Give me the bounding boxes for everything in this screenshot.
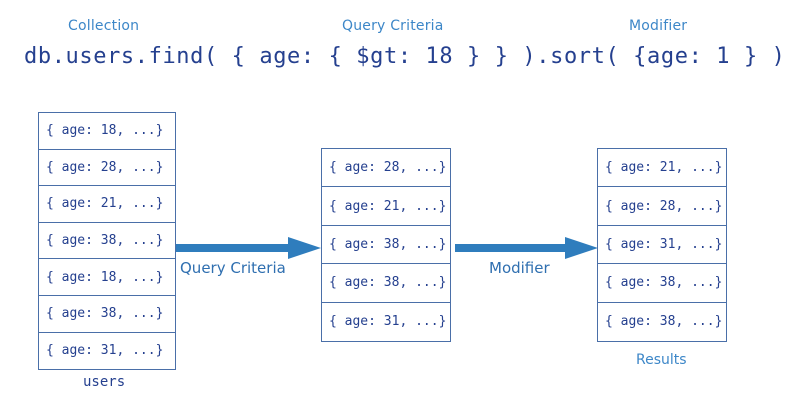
table-row: { age: 18, ...} [39,259,175,296]
arrow-label-modifier: Modifier [489,259,550,277]
table-row: { age: 18, ...} [39,113,175,150]
table-row: { age: 38, ...} [605,314,723,330]
arrow-modifier [455,236,598,262]
annotation-modifier: Modifier [629,18,688,34]
arrow-right-icon [455,237,598,259]
arrow-right-icon [176,237,321,259]
table-row: { age: 28, ...} [39,150,175,187]
table-results: { age: 21, ...} { age: 28, ...} { age: 3… [597,148,727,342]
table-row: { age: 28, ...} [598,187,726,226]
table-row: { age: 38, ...} [598,264,726,303]
table-row: { age: 38, ...} [322,264,450,303]
caption-users: users [83,374,126,390]
table-matched-documents: { age: 28, ...} { age: 21, ...} { age: 3… [321,148,451,342]
caption-results: Results [636,352,687,368]
query-statement: db.users.find( { age: { $gt: 18 } } ).so… [24,44,786,69]
table-row: { age: 38, ...} [39,296,175,333]
table-row: { age: 31, ...} [598,226,726,265]
annotation-collection: Collection [68,18,140,34]
table-row: { age: 21, ...} [39,186,175,223]
table-row: { age: 28, ...} [322,149,450,188]
table-row: { age: 31, ...} [329,314,447,330]
table-users-collection: { age: 18, ...} { age: 28, ...} { age: 2… [38,112,176,371]
table-row: { age: 31, ...} [46,343,164,359]
arrow-query-criteria [176,236,321,262]
annotation-query-criteria: Query Criteria [342,18,444,34]
table-row: { age: 38, ...} [39,223,175,260]
arrow-label-query-criteria: Query Criteria [180,259,286,277]
table-row: { age: 21, ...} [598,149,726,188]
table-row: { age: 38, ...} [322,226,450,265]
table-row: { age: 21, ...} [322,187,450,226]
